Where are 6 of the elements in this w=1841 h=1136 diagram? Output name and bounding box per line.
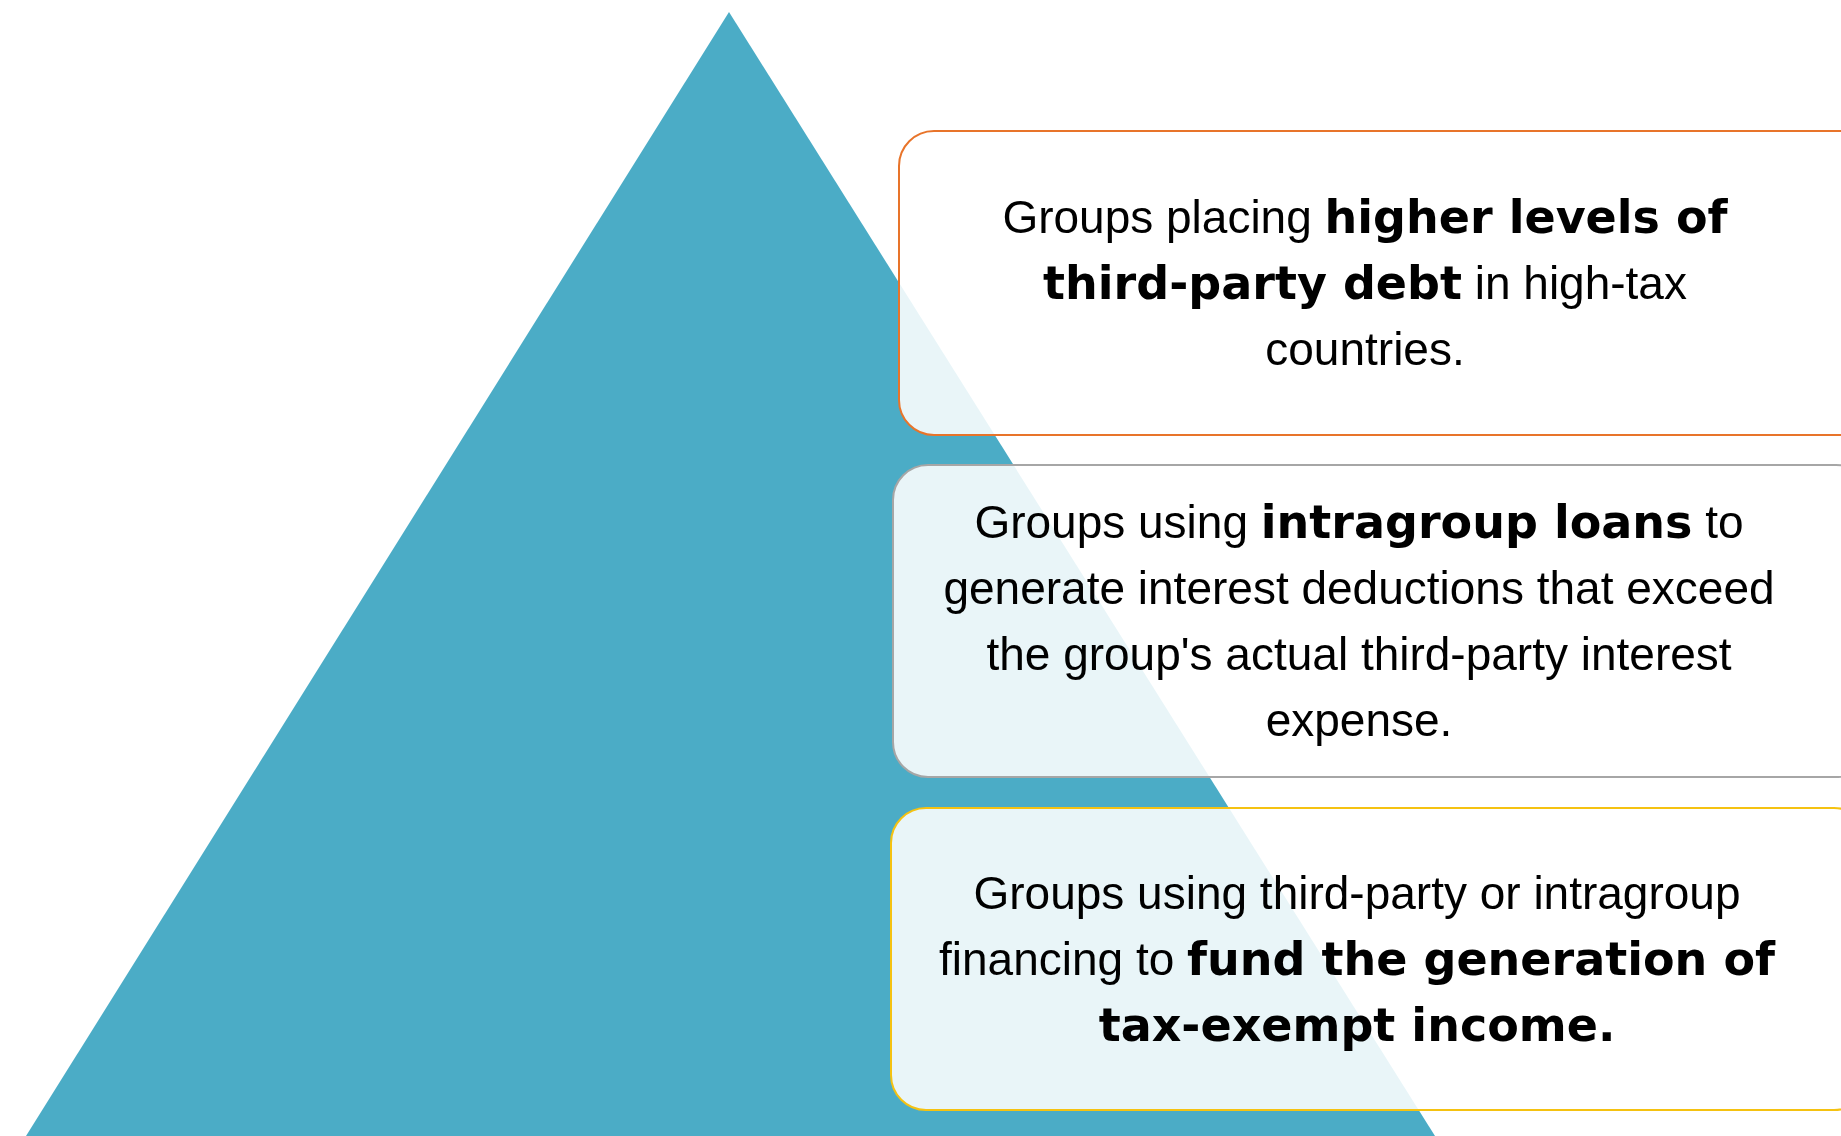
text-box	[890, 807, 1841, 1111]
box-text: Groups placing higher levels of third-party debt in high-tax countries.	[1001, 189, 1729, 377]
text-box	[898, 130, 1841, 436]
text-box	[892, 464, 1841, 778]
box-text: Groups using intragroup loans to generate interest deductions that exceed the group's actual third-party interest expense.	[942, 494, 1776, 748]
box-text: Groups using third-party or intragroup financing to fund the generation of tax-exempt income.	[938, 866, 1777, 1054]
